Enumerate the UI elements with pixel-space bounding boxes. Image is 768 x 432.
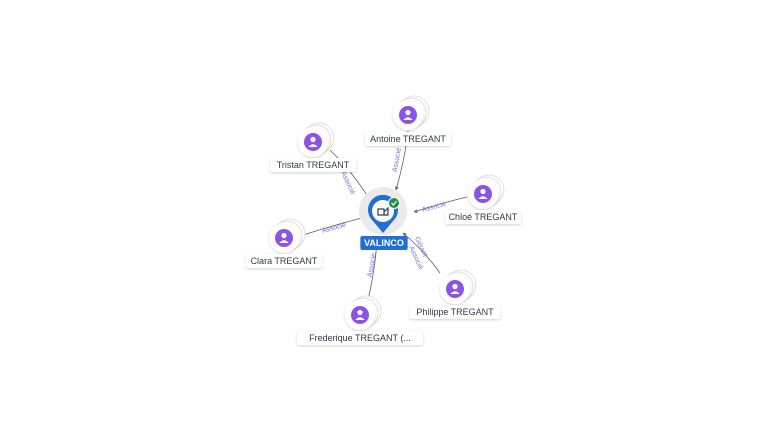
person-name-label[interactable]: Chloé TREGANT xyxy=(445,210,521,224)
person-name: Frederique TREGANT (... xyxy=(309,333,411,343)
edge-role-label: Associé xyxy=(392,147,403,172)
company-name: VALINCO xyxy=(364,238,404,248)
edge-role-label: Associé xyxy=(321,222,347,235)
nodes-layer: Antoine TREGANT Tristan TREGANT Chloé TREG… xyxy=(246,95,521,345)
person-name: Philippe TREGANT xyxy=(416,307,494,317)
person-node[interactable]: Philippe TREGANT xyxy=(409,269,501,319)
person-name: Chloé TREGANT xyxy=(449,212,518,222)
edge-line xyxy=(402,232,441,274)
person-icon xyxy=(399,106,417,124)
person-name-label[interactable]: Philippe TREGANT xyxy=(409,305,501,319)
company-name-label[interactable]: VALINCO xyxy=(360,236,408,250)
person-name-label[interactable]: Frederique TREGANT (... xyxy=(297,331,423,345)
company-node[interactable]: VALINCO xyxy=(359,187,408,250)
relation-edge: Associé xyxy=(329,149,369,198)
relation-edge: Associé xyxy=(299,215,367,237)
person-node[interactable]: Tristan TREGANT xyxy=(270,122,356,172)
person-icon xyxy=(275,229,293,247)
edge-line xyxy=(329,149,369,198)
person-icon xyxy=(474,185,492,203)
person-node[interactable]: Frederique TREGANT (... xyxy=(297,295,423,345)
person-name-label[interactable]: Clara TREGANT xyxy=(246,254,322,268)
person-node[interactable]: Clara TREGANT xyxy=(246,218,322,268)
person-name: Clara TREGANT xyxy=(251,256,318,266)
person-name: Antoine TREGANT xyxy=(370,134,446,144)
person-name-label[interactable]: Antoine TREGANT xyxy=(365,132,451,146)
person-icon xyxy=(351,306,369,324)
check-icon xyxy=(388,197,400,209)
person-name-label[interactable]: Tristan TREGANT xyxy=(270,158,356,172)
edge-line xyxy=(413,196,468,213)
edge-role-label: Associé xyxy=(367,252,378,277)
building-icon xyxy=(377,206,389,216)
person-icon xyxy=(446,280,464,298)
person-name: Tristan TREGANT xyxy=(277,160,350,170)
edge-role-label: Associé xyxy=(339,171,356,196)
person-icon xyxy=(304,133,322,151)
person-node[interactable]: Antoine TREGANT xyxy=(365,95,451,146)
person-node[interactable]: Chloé TREGANT xyxy=(445,174,521,224)
edge-role-label: Associé xyxy=(421,201,447,214)
